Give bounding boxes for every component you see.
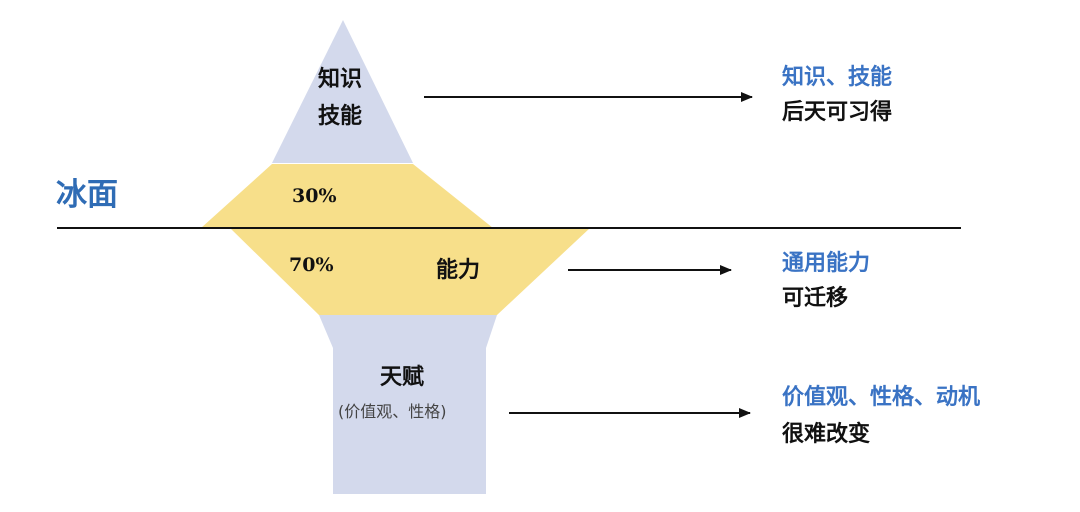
tip-label-skills: 技能: [318, 104, 363, 129]
iceberg-base-shape: [319, 315, 497, 494]
desc-talent-subtitle: 很难改变: [782, 422, 871, 447]
base-label-talent: 天赋: [380, 365, 425, 390]
middle-percent: 70%: [289, 254, 334, 276]
waterline-label: 冰面: [56, 177, 118, 213]
desc-ability-title: 通用能力: [782, 251, 871, 276]
iceberg-middle-shape: [201, 164, 590, 315]
desc-ability-subtitle: 可迁移: [782, 286, 849, 311]
desc-knowledge-title: 知识、技能: [782, 65, 893, 90]
middle-label-ability: 能力: [436, 258, 481, 283]
base-note: (价值观、性格): [338, 402, 447, 421]
tip-percent: 30%: [292, 185, 337, 207]
desc-talent-title: 价值观、性格、动机: [782, 385, 981, 410]
tip-label-knowledge: 知识: [318, 67, 363, 92]
desc-knowledge-subtitle: 后天可习得: [782, 100, 893, 125]
iceberg-tip-shape: [272, 20, 413, 163]
